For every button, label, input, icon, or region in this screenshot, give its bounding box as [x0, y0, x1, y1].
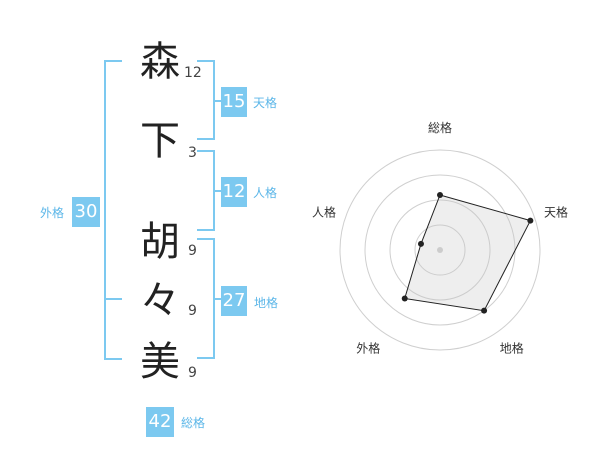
radar-ring-2 — [389, 199, 491, 301]
radar-ring-4 — [339, 149, 541, 351]
radar-ring-1 — [414, 224, 466, 276]
radar-axis-label-2: 天格 — [544, 204, 568, 219]
name-char-2: 下 — [140, 118, 180, 164]
radar-axis-label-5: 人格 — [312, 204, 336, 219]
gaikaku-label: 外格 — [40, 206, 65, 220]
jinkaku-badge: 12 — [221, 177, 247, 207]
stroke-count-4: 9 — [188, 303, 197, 319]
tenkaku-bracket-tick — [213, 100, 221, 102]
tenkaku-label: 天格 — [253, 96, 278, 110]
radar-point-1 — [437, 192, 443, 198]
tenkaku-badge: 15 — [221, 87, 247, 117]
radar-point-3 — [481, 307, 488, 314]
chikaku-label: 地格 — [254, 296, 279, 310]
radar-point-5 — [417, 240, 424, 247]
gaikaku-bracket — [104, 60, 122, 360]
radar-axis-label-3: 地格 — [500, 341, 524, 356]
name-char-1: 森 — [140, 39, 180, 85]
chikaku-badge: 27 — [221, 286, 247, 316]
name-char-5: 美 — [140, 339, 180, 385]
soukaku-label: 総格 — [181, 416, 206, 430]
stroke-count-5: 9 — [188, 365, 197, 381]
radar-point-2 — [527, 217, 534, 224]
stroke-count-1: 12 — [184, 65, 202, 81]
radar-center-dot — [437, 247, 443, 253]
stroke-count-2: 3 — [188, 145, 197, 161]
name-char-3: 胡 — [140, 219, 180, 265]
gaikaku-bracket-mid — [104, 298, 122, 300]
gaikaku-badge: 30 — [72, 197, 100, 227]
name-char-4: 々 — [140, 278, 180, 324]
jinkaku-bracket-tick — [213, 190, 221, 192]
jinkaku-label: 人格 — [253, 186, 278, 200]
radar-axis-label-1: 総格 — [428, 120, 452, 135]
soukaku-badge: 42 — [146, 407, 174, 437]
radar-value-polygon — [404, 194, 532, 312]
chikaku-bracket-tick — [213, 298, 221, 300]
radar-point-4 — [401, 295, 408, 302]
radar-axis-label-4: 外格 — [356, 341, 380, 356]
stroke-count-3: 9 — [188, 243, 197, 259]
